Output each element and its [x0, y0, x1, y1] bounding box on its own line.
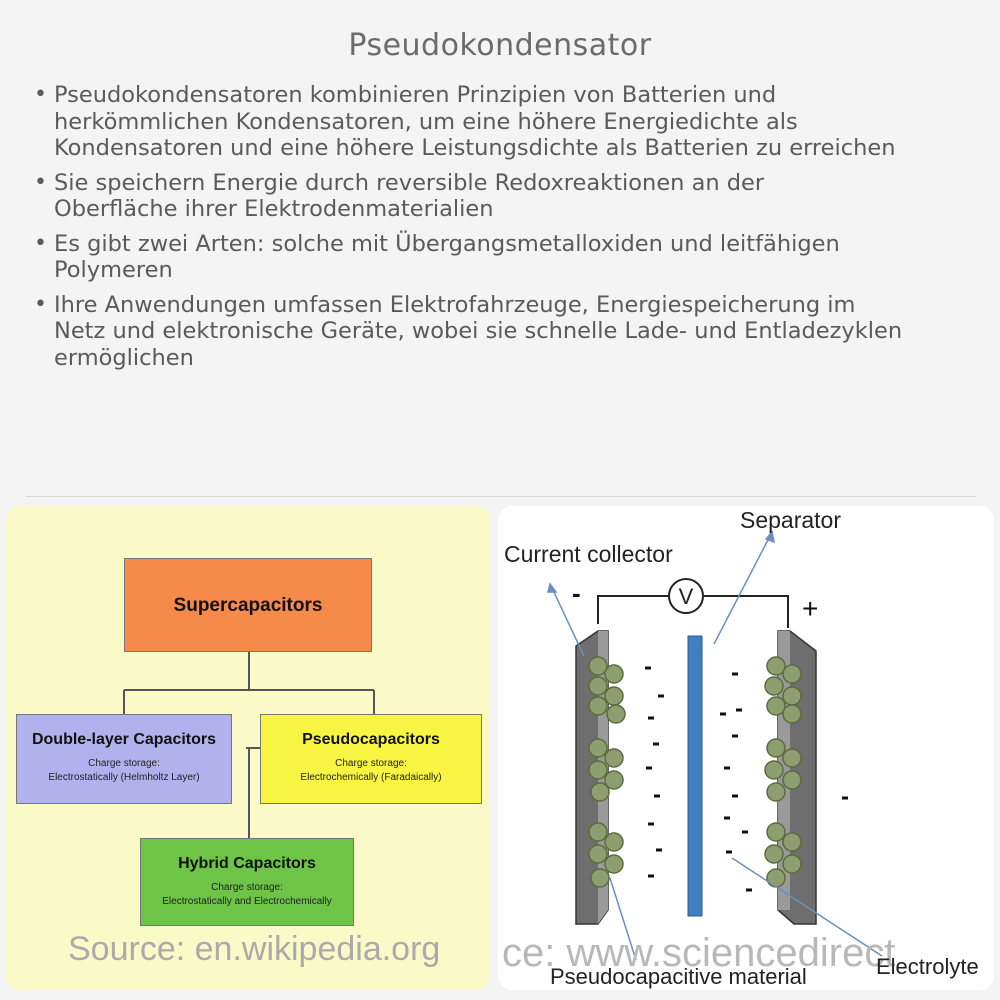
double-layer-label: Double-layer Capacitors: [31, 731, 217, 748]
voltmeter-label: V: [679, 584, 694, 609]
bullet-dot: •: [34, 230, 47, 256]
minus-text: -: [572, 578, 581, 608]
connector-lines: [123, 652, 375, 838]
bullet-item: • Pseudokondensatoren kombinieren Prinzi…: [32, 82, 982, 162]
plus-text: +: [802, 593, 818, 624]
bullet-text: Pseudokondensatoren kombinieren Prinzipi…: [54, 82, 896, 161]
bullet-dot: •: [34, 82, 47, 107]
ion-dashes: [645, 666, 848, 892]
hybrid-label: Hybrid Capacitors: [178, 855, 316, 872]
divider: [26, 496, 976, 497]
hybrid-sub1: Charge storage:: [211, 882, 283, 893]
pointer-lines: [547, 530, 883, 961]
bullet-text: Es gibt zwei Arten: solche mit Übergangs…: [54, 230, 840, 284]
current-collector-text: Current collector: [504, 541, 673, 567]
bullet-item: • Es gibt zwei Arten: solche mit Übergan…: [32, 231, 982, 284]
double-layer-box: Double-layer Capacitors Charge storage: …: [16, 714, 232, 804]
bullet-list: • Pseudokondensatoren kombinieren Prinzi…: [32, 82, 982, 379]
bullet-dot: •: [34, 291, 47, 317]
bullet-text: Ihre Anwendungen umfassen Elektrofahrzeu…: [54, 291, 903, 371]
hybrid-sub2: Electrostatically and Electrochemically: [162, 896, 332, 907]
supercapacitor-diagram-panel: Supercapacitors Double-layer Capacitors …: [6, 506, 490, 990]
source-wikipedia: Source: en.wikipedia.org: [68, 930, 441, 968]
pseudocapacitors-sub2: Electrochemically (Faradaically): [300, 772, 442, 783]
pseudocapacitive-material-text: Pseudocapacitive material: [550, 964, 807, 989]
pseudocapacitors-label: Pseudocapacitors: [302, 731, 440, 748]
separator-bar: [687, 635, 703, 917]
right-particles: [764, 656, 802, 888]
electrolyte-text: Electrolyte: [876, 954, 979, 979]
voltmeter-icon: V: [668, 578, 704, 614]
page-title: Pseudokondensator: [348, 28, 652, 63]
bullet-text: Sie speichern Energie durch reversible R…: [54, 169, 765, 223]
supercapacitors-label: Supercapacitors: [173, 595, 323, 616]
bullet-dot: •: [34, 169, 47, 195]
pseudocapacitors-box: Pseudocapacitors Charge storage: Electro…: [260, 714, 482, 804]
pseudocapacitor-cell-panel: V: [498, 506, 994, 990]
bullet-item: • Sie speichern Energie durch reversible…: [32, 170, 982, 223]
double-layer-sub2: Electrostatically (Helmholtz Layer): [48, 772, 200, 783]
cell-schematic: V: [502, 507, 979, 989]
hybrid-box: Hybrid Capacitors Charge storage: Electr…: [140, 838, 354, 926]
source-sciencedirect: ce: www.sciencedirect: [502, 931, 895, 975]
separator-text: Separator: [740, 507, 841, 533]
pseudocapacitors-sub1: Charge storage:: [335, 758, 407, 769]
left-particles: [588, 656, 626, 888]
supercapacitors-box: Supercapacitors: [124, 558, 372, 652]
bullet-item: • Ihre Anwendungen umfassen Elektrofahrz…: [32, 292, 982, 372]
double-layer-sub1: Charge storage:: [88, 758, 160, 769]
